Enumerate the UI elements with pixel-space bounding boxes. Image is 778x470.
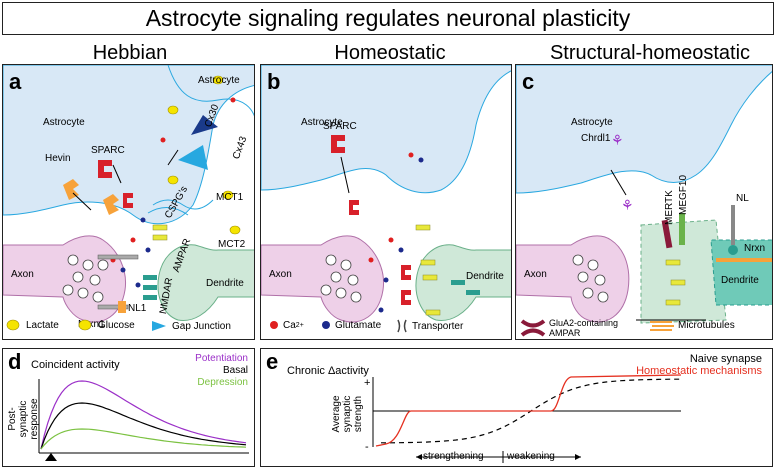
label-nl1: NL1 (128, 303, 147, 314)
panel-letter-a: a (9, 69, 22, 94)
e-x-arrow-right (575, 454, 581, 460)
legend-naive-synapse: Naive synapse (689, 353, 762, 365)
label-dendrite-c: Dendrite (721, 275, 759, 286)
label-nrxn1: Nrxn1 (78, 319, 105, 330)
label-megf10: MEGF10 (678, 174, 689, 215)
astrocyte-body-c (516, 65, 772, 194)
heading-hebbian: Hebbian (92, 42, 168, 64)
legend-gap-junction: Gap Junction (150, 319, 231, 333)
legend-glucose: Glucose (78, 319, 135, 331)
ylabel-e: Average synaptic strength (331, 395, 364, 433)
panel-d: d Coincident activity Potentiation Basal… (2, 348, 255, 467)
heading-homeostatic: Homeostatic (334, 42, 446, 64)
cx43-channel (178, 145, 208, 170)
label-axon-b: Axon (269, 269, 292, 280)
panel-a: a Astrocyte Astrocyte Cx30 Cx43 SPARC He… (2, 64, 255, 340)
nl-rod (731, 205, 735, 245)
figure-title: Astrocyte signaling regulates neuronal p… (2, 2, 774, 35)
label-mertk: MERTK (664, 190, 675, 225)
svg-text:⚘: ⚘ (611, 133, 624, 149)
legend-transporter: Transporter (395, 319, 463, 333)
legend-homeostatic: Homeostatic mechanisms (636, 365, 762, 377)
curve-depression (40, 428, 247, 450)
axis-minus: - (365, 441, 369, 453)
panel-a-drawing (3, 65, 254, 323)
stimulus-marker (45, 453, 57, 461)
panel-e-chart (372, 374, 682, 463)
panel-letter-e: e (266, 349, 279, 374)
label-sparc-a: SPARC (91, 145, 125, 156)
panel-letter-d: d (8, 349, 22, 374)
label-mct2: MCT2 (218, 239, 246, 250)
label-chrdl1: Chrdl1 (581, 133, 611, 144)
label-hevin: Hevin (45, 153, 71, 164)
label-astrocyte-a2: Astrocyte (198, 75, 240, 86)
heading-structural-homeostatic: Structural-homeostatic (549, 42, 751, 64)
label-astrocyte-b: Astrocyte (301, 117, 343, 128)
label-axon-c: Axon (524, 269, 547, 280)
legend-depression: Depression (197, 377, 248, 388)
label-astrocyte-c: Astrocyte (571, 117, 613, 128)
panel-d-chart (38, 379, 249, 461)
label-nrxn: Nrxn (744, 243, 766, 254)
panel-e: e Chronic Δactivity Naive synapse Homeos… (260, 348, 773, 467)
label-mct1: MCT1 (216, 192, 244, 203)
legend-potentiation: Potentiation (195, 353, 248, 364)
label-sparc-b: SPARC (323, 121, 357, 132)
legend-glutamate: Glutamate (320, 319, 381, 331)
label-nl: NL (736, 193, 749, 204)
sparc-protein-b (331, 135, 345, 153)
xlabel-weakening: weakening (507, 451, 555, 462)
sparc-protein (98, 160, 112, 178)
panel-b-drawing (261, 65, 511, 323)
cx30-channel (191, 115, 218, 135)
label-astrocyte-a: Astrocyte (43, 117, 85, 128)
legend-basal: Basal (222, 365, 248, 376)
curve-basal (40, 402, 247, 450)
xlabel-strengthening: strengthening (423, 451, 484, 462)
curve-potentiation (40, 380, 247, 450)
panel-c-drawing: ⚘ ⚘ (516, 65, 772, 324)
panel-c: ⚘ ⚘ c Astrocyte Chrdl1 MEGF10 MERTK NL N… (515, 64, 773, 340)
label-dendrite-b: Dendrite (466, 271, 504, 282)
axis-plus: + (364, 377, 371, 389)
megf10-receptor (679, 213, 685, 245)
subtitle-d: Coincident activity (31, 359, 120, 371)
legend-glua2: GluA2-containing AMPAR (520, 318, 630, 338)
dendrite-body (157, 244, 254, 322)
legend-lactate: Lactate (6, 319, 59, 331)
ylabel-d: Post-synaptic response (7, 398, 40, 440)
panel-b: b Astrocyte SPARC Axon Dendrite (260, 64, 512, 340)
panel-letter-b: b (267, 69, 281, 94)
label-axon-a: Axon (11, 269, 34, 280)
subtitle-e: Chronic Δactivity (287, 365, 369, 377)
curve-homeostatic (375, 374, 682, 447)
svg-text:⚘: ⚘ (621, 198, 634, 214)
dendrite-body-c (640, 219, 727, 324)
astrocyte-body-b (261, 65, 511, 194)
mertk-receptor (661, 219, 673, 249)
panel-letter-c: c (522, 69, 535, 94)
label-dendrite-a: Dendrite (206, 278, 244, 289)
legend-microtubules: Microtubules (650, 319, 735, 331)
e-x-arrow-left (416, 454, 422, 460)
